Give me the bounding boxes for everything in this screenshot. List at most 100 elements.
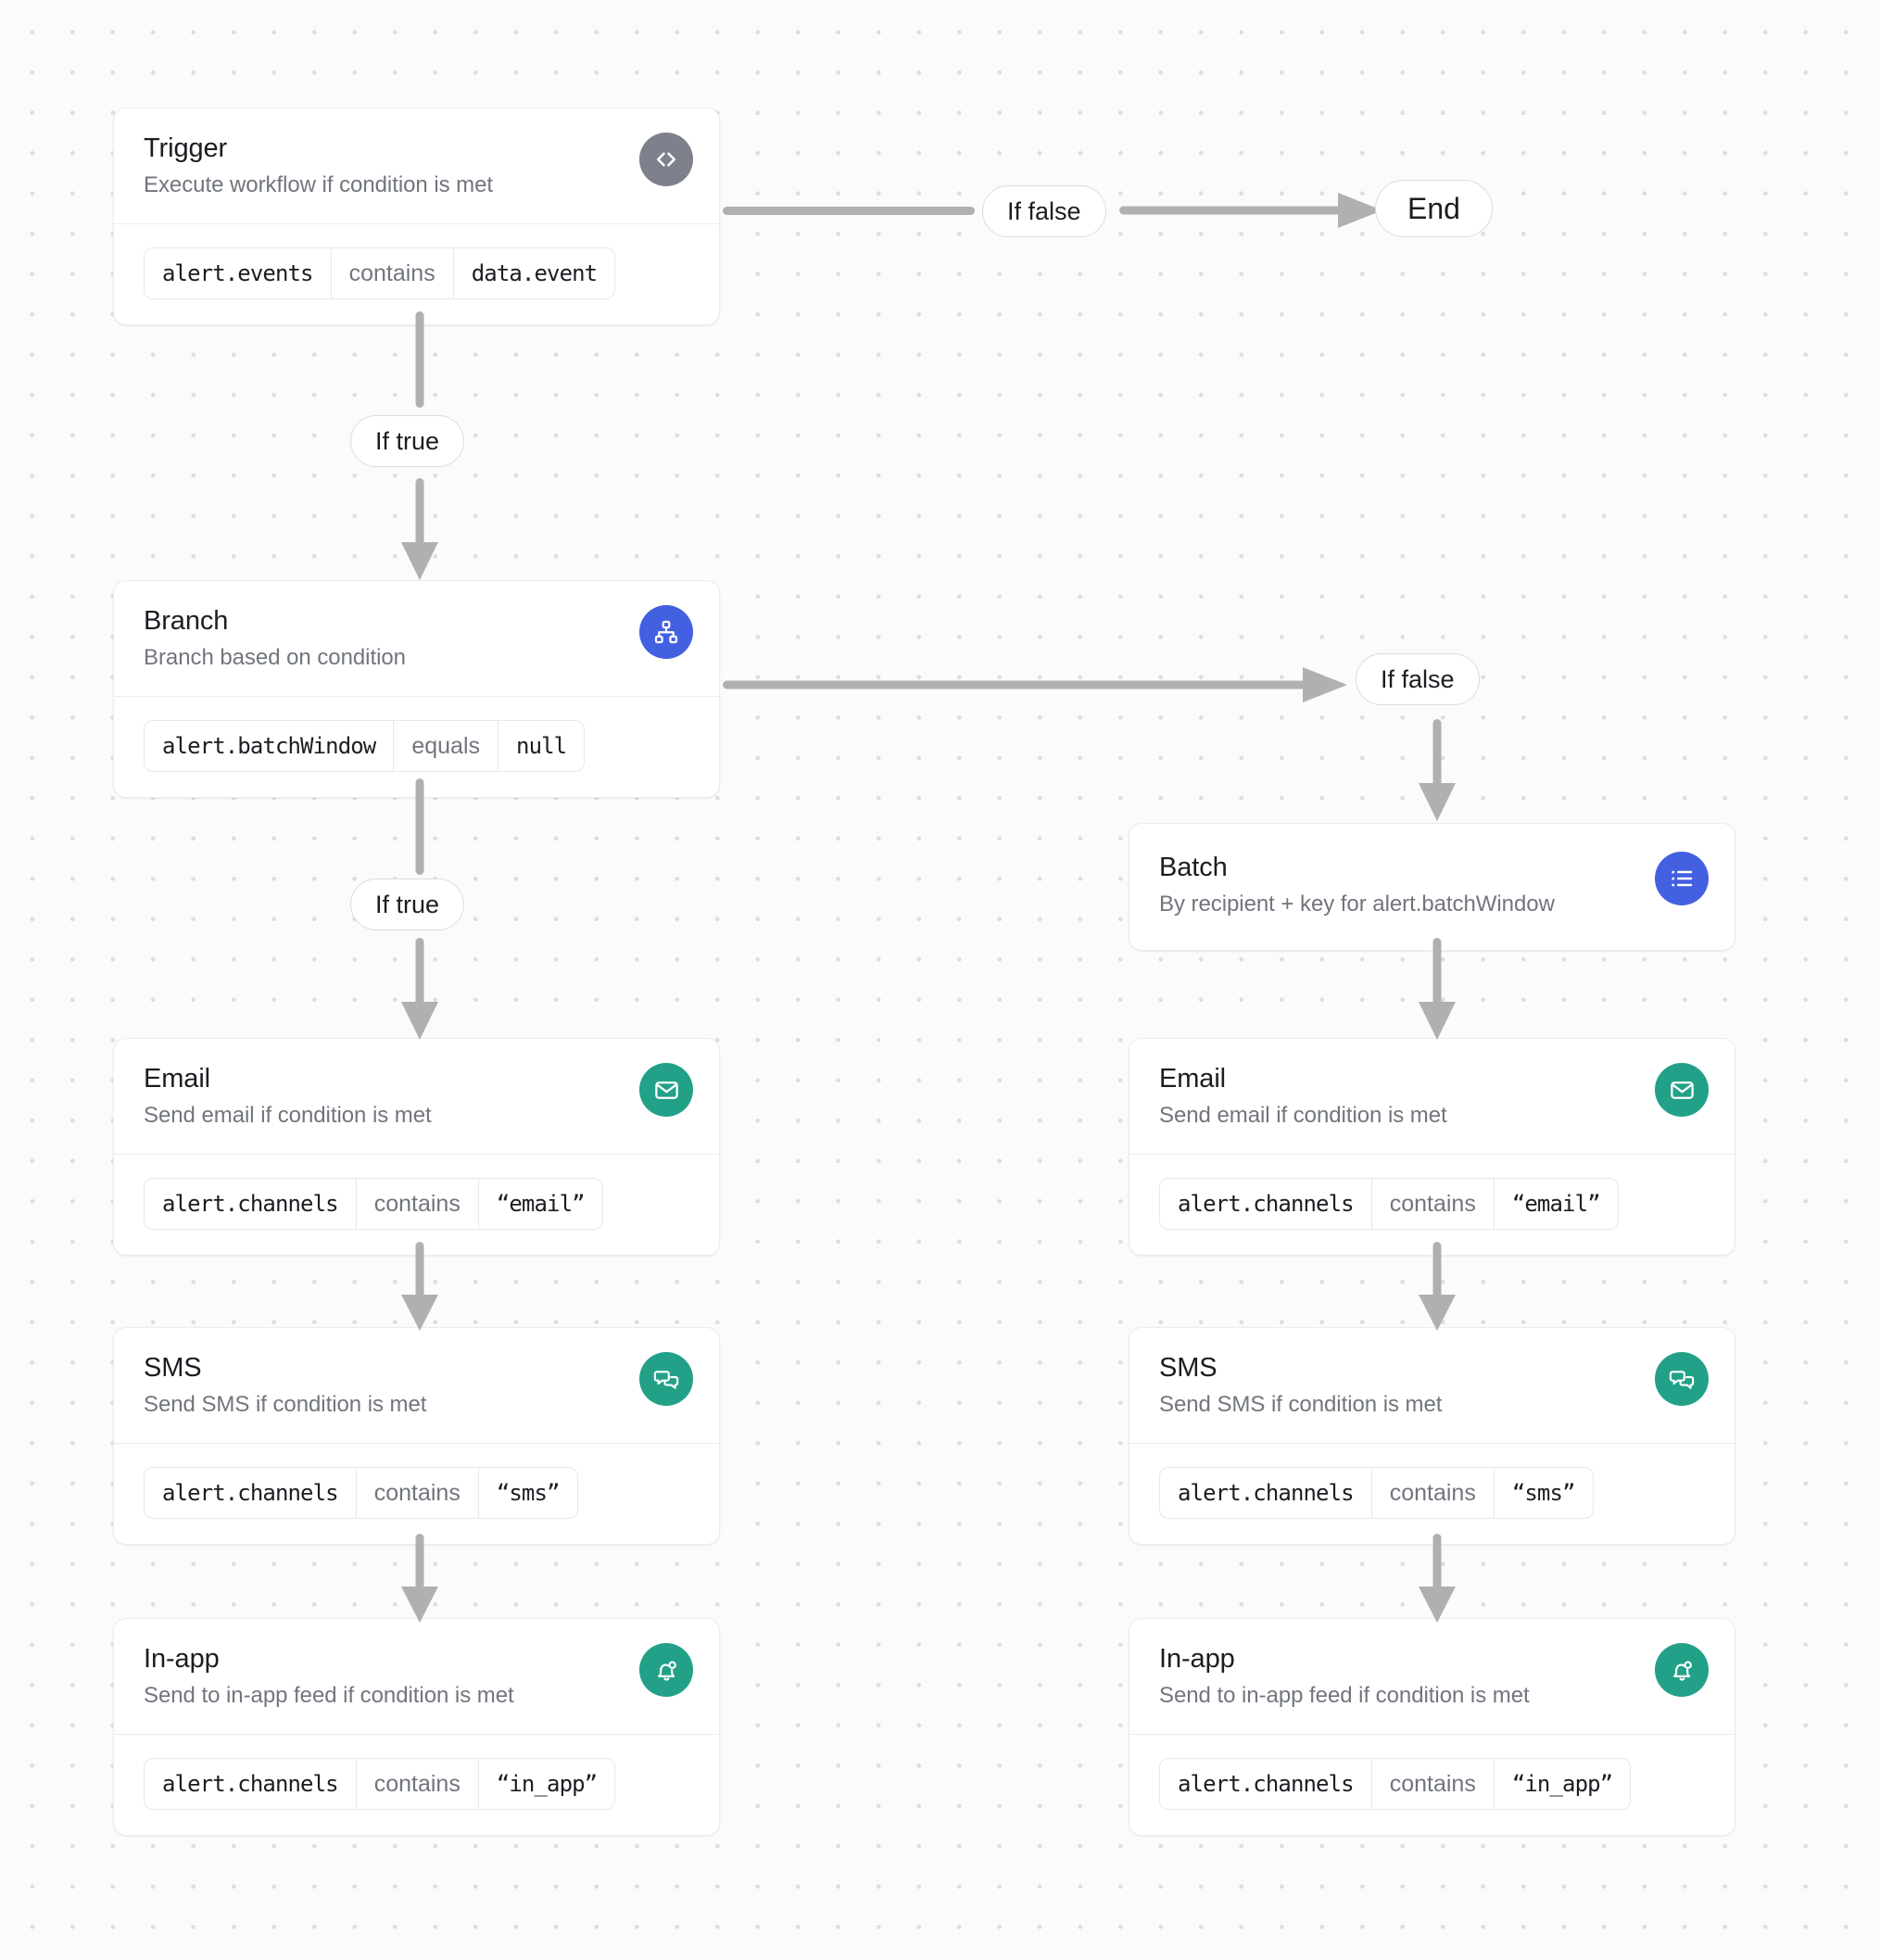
inapp-right-condition-chip[interactable]: alert.channels contains “in_app”	[1159, 1758, 1632, 1811]
condition-operator: contains	[1370, 1759, 1495, 1810]
email-right-divider	[1129, 1154, 1735, 1156]
condition-operator: contains	[1370, 1179, 1495, 1230]
sms-right-title: SMS	[1159, 1353, 1218, 1383]
condition-operator: equals	[393, 721, 499, 772]
code-brackets-icon	[639, 133, 693, 186]
connector-trigger-to-iftrue	[409, 311, 431, 415]
node-batch[interactable]: Batch By recipient + key for alert.batch…	[1129, 823, 1735, 951]
inapp-right-body: alert.channels contains “in_app”	[1129, 1735, 1735, 1835]
trigger-header: Trigger Execute workflow if condition is…	[114, 108, 719, 223]
inapp-left-subtitle: Send to in-app feed if condition is met	[144, 1683, 514, 1709]
condition-field: alert.events	[162, 260, 313, 287]
list-icon	[1655, 852, 1709, 905]
node-sms-left[interactable]: SMS Send SMS if condition is met alert.c…	[113, 1327, 720, 1546]
condition-operator: contains	[1370, 1468, 1495, 1519]
email-left-divider	[114, 1154, 719, 1156]
condition-field: alert.channels	[162, 1771, 339, 1798]
envelope-icon	[1655, 1063, 1709, 1117]
email-right-body: alert.channels contains “email”	[1129, 1155, 1735, 1255]
branch-subtitle: Branch based on condition	[144, 645, 406, 671]
sms-left-title: SMS	[144, 1353, 202, 1383]
chat-bubbles-icon	[1655, 1352, 1709, 1406]
sms-right-body: alert.channels contains “sms”	[1129, 1444, 1735, 1544]
condition-value: null	[516, 733, 567, 760]
condition-field: alert.channels	[1178, 1771, 1355, 1798]
sms-left-condition-chip[interactable]: alert.channels contains “sms”	[144, 1467, 578, 1520]
end-label: End	[1407, 191, 1460, 225]
condition-field: alert.channels	[162, 1191, 339, 1218]
email-left-header: Email Send email if condition is met	[114, 1039, 719, 1154]
inapp-left-divider	[114, 1734, 719, 1736]
inapp-left-title: In-app	[144, 1644, 220, 1674]
inapp-left-condition-chip[interactable]: alert.channels contains “in_app”	[144, 1758, 616, 1811]
trigger-divider	[114, 223, 719, 225]
bell-icon	[639, 1643, 693, 1697]
condition-operator: contains	[355, 1468, 479, 1519]
condition-value: “sms”	[496, 1480, 561, 1507]
condition-operator: contains	[330, 248, 454, 299]
trigger-subtitle: Execute workflow if condition is met	[144, 172, 494, 198]
email-left-title: Email	[144, 1064, 211, 1094]
condition-value: data.event	[471, 260, 598, 287]
edge-label-branch-if-false[interactable]: If false	[1356, 653, 1480, 705]
edge-label-text: If false	[1007, 196, 1081, 225]
sms-left-subtitle: Send SMS if condition is met	[144, 1392, 427, 1418]
node-branch[interactable]: Branch Branch based on condition alert.b…	[113, 580, 720, 799]
sms-right-divider	[1129, 1443, 1735, 1445]
email-right-condition-chip[interactable]: alert.channels contains “email”	[1159, 1178, 1619, 1231]
batch-title: Batch	[1159, 853, 1228, 882]
connector-batch-to-email-right	[1415, 938, 1459, 1042]
node-email-right[interactable]: Email Send email if condition is met ale…	[1129, 1038, 1735, 1257]
node-inapp-right[interactable]: In-app Send to in-app feed if condition …	[1129, 1618, 1735, 1837]
connector-iftrue-to-email-left	[397, 938, 442, 1042]
sms-right-header: SMS Send SMS if condition is met	[1129, 1328, 1735, 1443]
trigger-condition-chip[interactable]: alert.events contains data.event	[144, 247, 616, 300]
connector-iftrue-to-branch	[397, 478, 442, 582]
edge-label-trigger-if-true[interactable]: If true	[350, 415, 465, 467]
node-email-left[interactable]: Email Send email if condition is met ale…	[113, 1038, 720, 1257]
inapp-right-title: In-app	[1159, 1644, 1235, 1674]
edge-label-trigger-if-false[interactable]: If false	[982, 185, 1106, 237]
inapp-right-subtitle: Send to in-app feed if condition is met	[1159, 1683, 1530, 1709]
email-left-body: alert.channels contains “email”	[114, 1155, 719, 1255]
envelope-icon	[639, 1063, 693, 1117]
connector-email-to-sms-right	[1415, 1242, 1459, 1334]
condition-field: alert.batchWindow	[162, 733, 376, 760]
inapp-right-divider	[1129, 1734, 1735, 1736]
inapp-left-header: In-app Send to in-app feed if condition …	[114, 1619, 719, 1734]
hierarchy-icon	[639, 605, 693, 659]
branch-header: Branch Branch based on condition	[114, 581, 719, 696]
condition-value: “in_app”	[496, 1771, 598, 1798]
batch-subtitle: By recipient + key for alert.batchWindow	[1159, 891, 1555, 917]
condition-field: alert.channels	[162, 1480, 339, 1507]
inapp-right-header: In-app Send to in-app feed if condition …	[1129, 1619, 1735, 1734]
sms-left-divider	[114, 1443, 719, 1445]
email-left-condition-chip[interactable]: alert.channels contains “email”	[144, 1178, 603, 1231]
node-trigger[interactable]: Trigger Execute workflow if condition is…	[113, 107, 720, 326]
batch-header: Batch By recipient + key for alert.batch…	[1129, 824, 1735, 942]
condition-field: alert.channels	[1178, 1480, 1355, 1507]
connector-sms-to-inapp-left	[397, 1534, 442, 1626]
node-end[interactable]: End	[1375, 180, 1493, 237]
condition-operator: contains	[355, 1179, 479, 1230]
sms-right-condition-chip[interactable]: alert.channels contains “sms”	[1159, 1467, 1594, 1520]
condition-value: “email”	[496, 1191, 586, 1218]
node-inapp-left[interactable]: In-app Send to in-app feed if condition …	[113, 1618, 720, 1837]
branch-body: alert.batchWindow equals null	[114, 697, 719, 797]
connector-iffalse-to-batch	[1415, 719, 1459, 823]
branch-title: Branch	[144, 606, 229, 636]
branch-condition-chip[interactable]: alert.batchWindow equals null	[144, 720, 586, 773]
condition-value: “in_app”	[1511, 1771, 1613, 1798]
condition-operator: contains	[355, 1759, 479, 1810]
node-sms-right[interactable]: SMS Send SMS if condition is met alert.c…	[1129, 1327, 1735, 1546]
edge-label-branch-if-true[interactable]: If true	[350, 879, 465, 930]
connector-sms-to-inapp-right	[1415, 1534, 1459, 1626]
chat-bubbles-icon	[639, 1352, 693, 1406]
condition-value: “sms”	[1511, 1480, 1576, 1507]
connector-email-to-sms-left	[397, 1242, 442, 1334]
edge-label-text: If true	[375, 426, 440, 455]
trigger-body: alert.events contains data.event	[114, 224, 719, 324]
connector-trigger-to-iffalse	[723, 199, 982, 221]
connector-branch-to-iftrue	[409, 778, 431, 882]
